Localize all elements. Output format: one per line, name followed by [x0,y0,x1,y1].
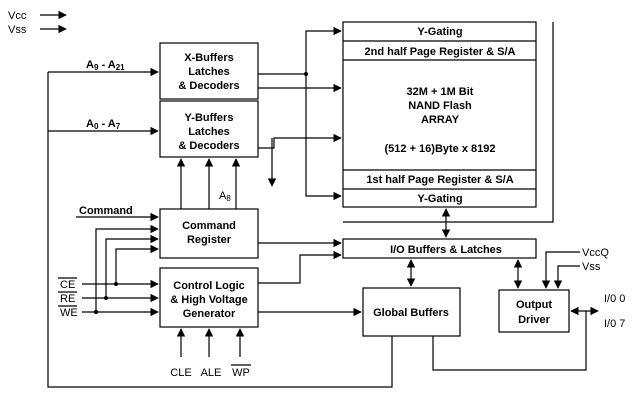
vcc-label: Vcc [8,10,27,22]
re-label: RE [60,293,75,305]
output-driver-block [498,289,570,333]
global-buffers-label: Global Buffers [373,307,449,319]
page-register-1st: 1st half Page Register & S/A [366,174,513,186]
xbuf-to-ygating-bottom [258,73,342,201]
y-buffers-line2: Latches [188,126,230,138]
we-label: WE [60,307,78,319]
io-buffers-label: I/O Buffers & Latches [390,244,502,256]
array-line3: ARRAY [421,114,460,126]
control-logic-block [159,267,259,328]
a9-a21-label: A9 - A21 [86,59,125,72]
memory-array-block [342,21,537,208]
a8-label: A8 [219,190,231,203]
x-buffers-line3: & Decoders [178,80,239,92]
array-line2: NAND Flash [408,100,472,112]
page-register-2nd: 2nd half Page Register & S/A [365,46,516,58]
output-driver-line2: Driver [518,314,551,326]
io-buffers-block [342,238,537,259]
global-to-io-line [432,311,587,371]
y-gating-bottom: Y-Gating [417,193,462,205]
x-buffers-line2: Latches [188,66,230,78]
global-buffers-block [362,287,461,337]
x-buffers-line1: X-Buffers [184,52,234,64]
vss2-line [553,265,580,289]
y-buffers-line3: & Decoders [178,140,239,152]
command-register-line2: Register [187,234,232,246]
io0-label: I/0 0 [604,293,625,305]
command-register-block [159,208,259,259]
control-logic-line1: Control Logic [173,280,245,292]
output-driver-line1: Output [516,299,552,311]
vss-label: Vss [8,24,27,36]
x-buffers-block [159,42,259,100]
y-gating-top: Y-Gating [417,26,462,38]
control-logic-line3: Generator [183,308,236,320]
ce-label: CE [60,279,75,291]
command-register-line1: Command [182,220,236,232]
ybuf-to-array [258,133,342,149]
command-label: Command [79,205,133,217]
io7-label: I/0 7 [604,318,625,330]
xbuf-to-ygating-top [305,26,342,74]
control-logic-line2: & High Voltage [170,294,247,306]
cle-label: CLE [170,367,191,379]
vccq-line [541,251,580,289]
array-organization: (512 + 16)Byte x 8192 [385,143,496,155]
array-line1: 32M + 1M Bit [407,86,474,98]
vss2-label: Vss [582,261,601,273]
ctrl-to-io-buffers [258,250,342,284]
a0-a7-label: A0 - A7 [86,118,121,131]
y-buffers-line1: Y-Buffers [185,112,234,124]
vccq-label: VccQ [582,247,609,259]
ale-label: ALE [201,367,222,379]
wp-label: WP [232,367,250,379]
we-to-cmd-line [95,224,159,312]
y-buffers-block [159,100,259,158]
ce-to-cmd-line [115,244,159,284]
re-to-cmd-line [105,234,159,298]
address-feedback-line [47,72,393,388]
